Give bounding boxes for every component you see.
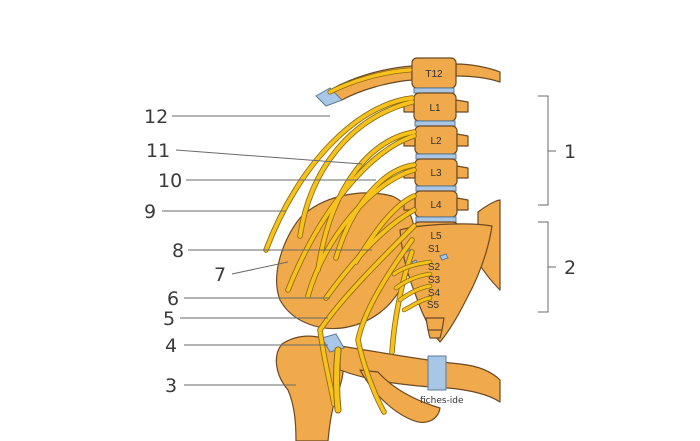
label-l4: L4 — [430, 200, 442, 211]
credit-text: fiches-ide — [420, 396, 464, 406]
label-l5: L5 — [430, 231, 442, 242]
callout-9: 9 — [144, 201, 156, 223]
label-s4: S4 — [428, 288, 441, 299]
right-rib-arc — [455, 63, 501, 83]
callout-3: 3 — [165, 375, 177, 397]
label-l1: L1 — [429, 103, 441, 114]
transverse-processes-right — [455, 99, 469, 211]
pubic-symphysis — [427, 355, 447, 391]
label-l3: L3 — [430, 168, 442, 179]
callout-10: 10 — [158, 170, 182, 192]
callout-2: 2 — [564, 257, 576, 279]
coccyx — [425, 317, 445, 339]
leader-lines — [162, 95, 556, 386]
callout-8: 8 — [172, 240, 184, 262]
disc-l4-l5 — [415, 216, 457, 223]
label-l2: L2 — [430, 136, 442, 147]
label-s5: S5 — [427, 300, 440, 311]
disc-t12-l1 — [413, 87, 455, 94]
ischium — [359, 369, 441, 423]
callout-5: 5 — [163, 308, 175, 330]
lumbar-spine — [403, 57, 469, 249]
callout-11: 11 — [146, 140, 170, 162]
rib-cartilage-tip — [315, 87, 343, 107]
label-s1: S1 — [428, 244, 441, 255]
label-s2: S2 — [428, 262, 441, 273]
label-t12: T12 — [425, 69, 443, 80]
label-s3: S3 — [428, 275, 441, 286]
pubic-ramus — [339, 345, 501, 403]
disc-l1-l2 — [414, 120, 456, 127]
callout-6: 6 — [167, 288, 179, 310]
disc-l2-l3 — [415, 153, 457, 160]
callout-1: 1 — [564, 141, 576, 163]
lumbosacral-nerves — [263, 67, 433, 415]
femoral-nerve-distal — [334, 347, 341, 413]
right-ilium — [477, 199, 501, 291]
callout-4: 4 — [165, 335, 177, 357]
bracket-1 — [538, 95, 556, 206]
callout-7: 7 — [214, 264, 226, 286]
bracket-2 — [538, 221, 556, 313]
callout-12: 12 — [144, 106, 168, 128]
disc-l3-l4 — [415, 185, 457, 192]
